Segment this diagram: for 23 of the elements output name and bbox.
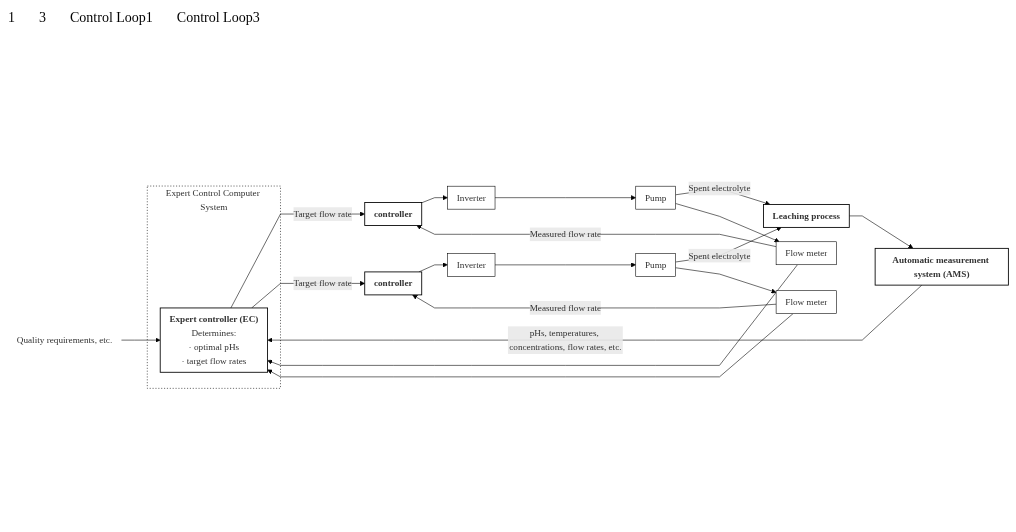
node-box: Pump — [635, 185, 676, 210]
edge-label: Measured flow rate — [529, 302, 602, 313]
note-label: 3 — [39, 10, 46, 26]
node-box: Inverter — [447, 185, 496, 210]
note-label: 1 — [8, 10, 15, 26]
node-text: Quality requirements, etc. — [16, 334, 113, 345]
edge-label: Target flow rate — [293, 208, 352, 219]
edge-label: pHs, temperatures, concentrations, flow rates, etc. — [509, 328, 622, 352]
node-box: Inverter — [447, 253, 496, 277]
edge-label: Spent electrolyte — [688, 250, 751, 261]
node-box: Pump — [635, 253, 676, 277]
node-box: Leaching process — [763, 204, 850, 228]
node-box: controller — [364, 271, 423, 296]
note-label: Control Loop1 — [70, 10, 153, 26]
node-box: Expert controller (EC) Determines: · optimal pHs · target flow rates — [159, 307, 268, 373]
edge-label: Spent electrolyte — [688, 183, 751, 194]
edge-label: Target flow rate — [293, 278, 352, 289]
node-box: Flow meter — [775, 290, 837, 314]
edge-label: Measured flow rate — [529, 229, 602, 239]
node-box: Automatic measurement system (AMS) — [874, 247, 1009, 286]
node-box: controller — [364, 202, 423, 226]
node-box: Flow meter — [775, 241, 837, 266]
note-label: Control Loop3 — [176, 10, 260, 26]
